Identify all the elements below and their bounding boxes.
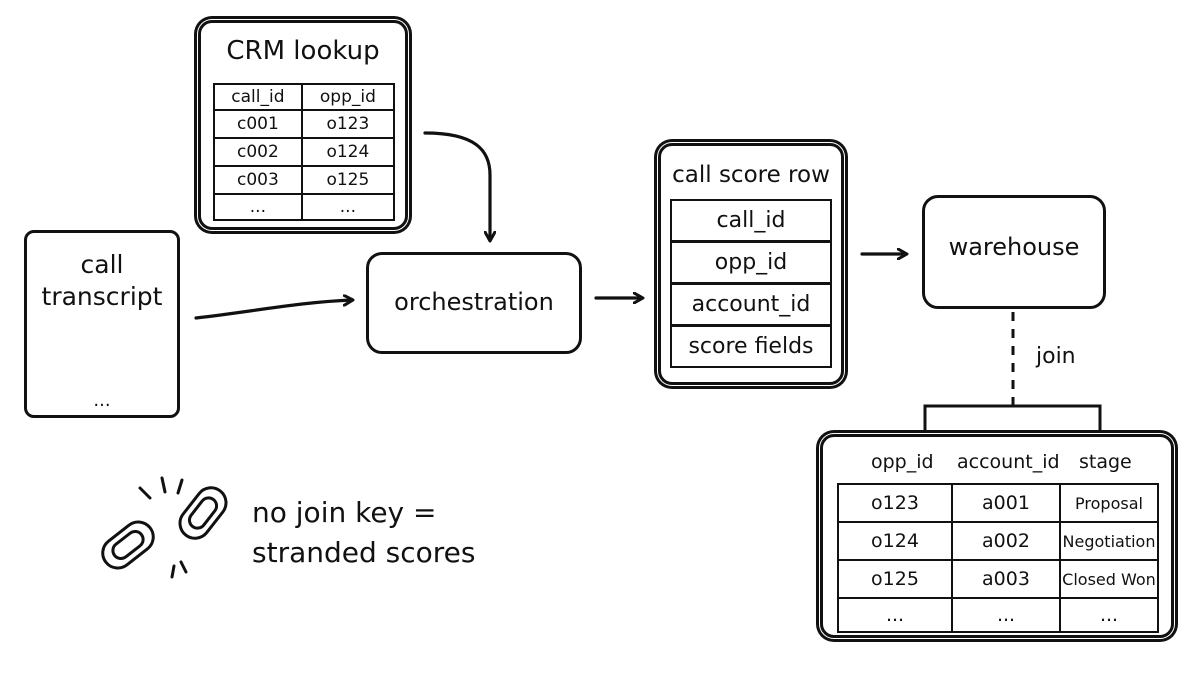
- opp-cell: a001: [951, 483, 1061, 523]
- join-label: join: [1036, 344, 1076, 369]
- opportunity-table: o123 a001 Proposal o124 a002 Negotiation…: [837, 483, 1159, 633]
- crm-header-opp-id: opp_id: [300, 83, 396, 111]
- call-score-row-title: call score row: [672, 162, 830, 188]
- call-transcript-title-line1: call: [80, 250, 124, 279]
- crm-cell: c002: [213, 137, 303, 167]
- table-tab: [923, 404, 1102, 434]
- score-row-field-account-id: account_id: [670, 283, 832, 326]
- opp-cell: ...: [951, 597, 1061, 633]
- warning-line1: no join key =: [252, 496, 437, 529]
- opp-cell: ...: [837, 597, 953, 633]
- crm-cell: c003: [213, 165, 303, 195]
- crm-lookup-title: CRM lookup: [226, 36, 380, 66]
- crm-cell: o124: [300, 137, 396, 167]
- crm-cell: c001: [213, 109, 303, 139]
- warehouse-node: warehouse: [922, 195, 1106, 309]
- call-transcript-document: call transcript ...: [24, 230, 180, 418]
- orchestration-label: orchestration: [394, 288, 554, 316]
- crm-cell: o123: [300, 109, 396, 139]
- crm-lookup-table: call_id opp_id c001 o123 c002 o124 c003 …: [213, 83, 396, 221]
- crm-cell: o125: [300, 165, 396, 195]
- crm-cell: ...: [213, 193, 303, 221]
- orchestration-node: orchestration: [366, 252, 582, 354]
- crm-lookup-panel: CRM lookup call_id opp_id c001 o123 c002…: [198, 20, 408, 230]
- opp-cell: Proposal: [1059, 483, 1159, 523]
- crm-cell: ...: [300, 193, 396, 221]
- opp-header-opp-id: opp_id: [871, 451, 934, 473]
- score-row-field-opp-id: opp_id: [670, 241, 832, 284]
- call-transcript-title-line2: transcript: [41, 282, 163, 311]
- opp-cell: Closed Won: [1059, 559, 1159, 599]
- opp-cell: a003: [951, 559, 1061, 599]
- opp-header-stage: stage: [1079, 451, 1132, 473]
- score-row-field-call-id: call_id: [670, 199, 832, 242]
- score-row-field-score-fields: score fields: [670, 325, 832, 368]
- broken-chain-icon: [101, 476, 228, 579]
- warning-line2: stranded scores: [252, 536, 476, 569]
- warehouse-label: warehouse: [948, 233, 1080, 261]
- opp-cell: o123: [837, 483, 953, 523]
- call-transcript-ellipsis: ...: [93, 390, 111, 411]
- arrow-transcript-to-orchestration: [194, 300, 352, 320]
- opp-cell: ...: [1059, 597, 1159, 633]
- opp-cell: Negotiation: [1059, 521, 1159, 561]
- arrow-crm-to-orchestration: [423, 131, 490, 240]
- opp-cell: o124: [837, 521, 953, 561]
- opportunity-table-panel: opp_id account_id stage o123 a001 Propos…: [820, 434, 1174, 638]
- opp-cell: a002: [951, 521, 1061, 561]
- opp-cell: o125: [837, 559, 953, 599]
- opp-header-account-id: account_id: [957, 451, 1060, 473]
- crm-header-call-id: call_id: [213, 83, 303, 111]
